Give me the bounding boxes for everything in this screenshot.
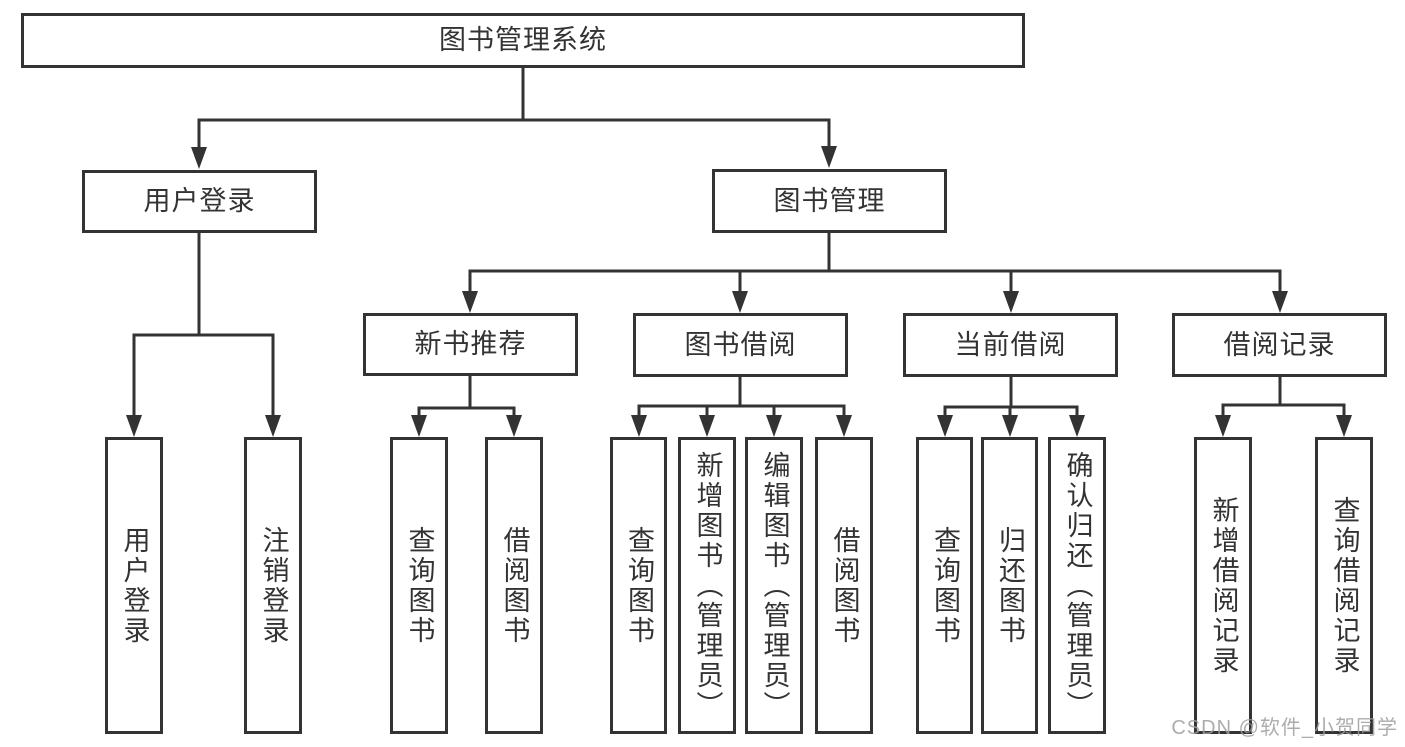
leaf-label: 用户登录	[119, 525, 150, 646]
leaf-confirm-return-admin: 确认归还（管理员）	[1048, 437, 1106, 734]
node-user-login: 用户登录	[82, 170, 317, 233]
leaf-query-borrow-record: 查询借阅记录	[1315, 437, 1373, 734]
node-library-management-system: 图书管理系统	[21, 13, 1025, 68]
leaf-label: 归还图书	[995, 525, 1025, 646]
node-book-borrowing: 图书借阅	[633, 313, 848, 377]
leaf-label: 借阅图书	[829, 525, 860, 646]
leaf-borrow-books-1: 借阅图书	[485, 437, 543, 734]
leaf-label: 查询图书	[624, 525, 654, 646]
node-book-management: 图书管理	[712, 169, 947, 233]
leaf-add-borrow-record: 新增借阅记录	[1194, 437, 1252, 734]
leaf-label: 查询图书	[930, 525, 960, 646]
csdn-watermark: CSDN @软件_小贺同学	[1171, 717, 1398, 739]
leaf-query-books-3: 查询图书	[916, 437, 973, 734]
leaf-label: 确认归还（管理员）	[1062, 450, 1093, 721]
leaf-label: 注销登录	[258, 525, 289, 646]
leaf-label: 查询借阅记录	[1329, 495, 1360, 676]
node-current-borrowing: 当前借阅	[903, 313, 1118, 377]
leaf-return-books: 归还图书	[981, 437, 1038, 734]
arrowheads	[126, 146, 1352, 437]
leaf-add-books-admin: 新增图书（管理员）	[678, 437, 736, 734]
leaf-label: 新增图书（管理员）	[692, 450, 723, 721]
leaf-borrow-books-2: 借阅图书	[815, 437, 873, 734]
leaf-label: 编辑图书（管理员）	[759, 450, 790, 721]
node-new-book-recommend: 新书推荐	[363, 313, 578, 376]
leaf-logout: 注销登录	[244, 437, 302, 734]
leaf-label: 查询图书	[404, 525, 435, 646]
leaf-label: 新增借阅记录	[1208, 495, 1239, 676]
leaf-label: 借阅图书	[499, 525, 530, 646]
leaf-query-books-1: 查询图书	[390, 437, 448, 734]
leaf-query-books-2: 查询图书	[610, 437, 667, 734]
leaf-user-login: 用户登录	[105, 437, 163, 734]
node-borrow-records: 借阅记录	[1172, 313, 1387, 377]
leaf-edit-books-admin: 编辑图书（管理员）	[745, 437, 803, 734]
